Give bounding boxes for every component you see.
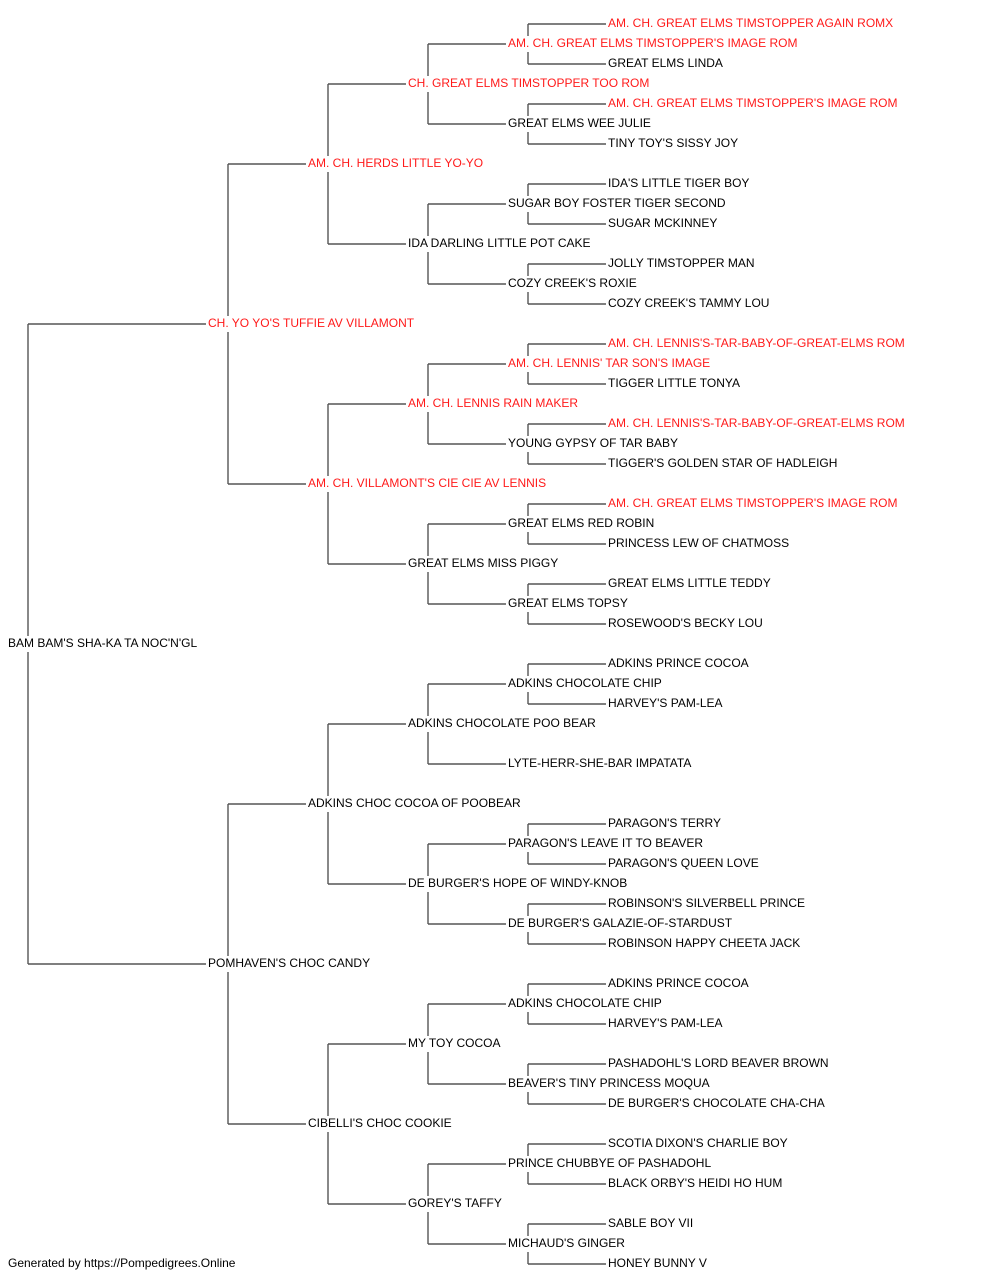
ancestor-name: DE BURGER'S HOPE OF WINDY-KNOB — [408, 876, 627, 890]
ancestor-name: PARAGON'S LEAVE IT TO BEAVER — [508, 836, 703, 850]
ancestor-name: AM. CH. GREAT ELMS TIMSTOPPER AGAIN ROMX — [608, 16, 893, 30]
ancestor-name: TIGGER LITTLE TONYA — [608, 376, 740, 390]
ancestor-name: CH. YO YO'S TUFFIE AV VILLAMONT — [208, 316, 415, 330]
subject-dog-name: BAM BAM'S SHA-KA TA NOC'N'GL — [8, 636, 197, 650]
ancestor-name: ADKINS CHOCOLATE CHIP — [508, 676, 662, 690]
ancestor-name: ADKINS CHOCOLATE POO BEAR — [408, 716, 596, 730]
ancestor-name: HONEY BUNNY V — [608, 1256, 707, 1270]
ancestor-name: JOLLY TIMSTOPPER MAN — [608, 256, 754, 270]
ancestor-name: BLACK ORBY'S HEIDI HO HUM — [608, 1176, 782, 1190]
ancestor-name: PARAGON'S QUEEN LOVE — [608, 856, 759, 870]
ancestor-name: PRINCESS LEW OF CHATMOSS — [608, 536, 789, 550]
ancestor-name: POMHAVEN'S CHOC CANDY — [208, 956, 370, 970]
ancestor-name: AM. CH. LENNIS RAIN MAKER — [408, 396, 578, 410]
ancestor-name: AM. CH. GREAT ELMS TIMSTOPPER'S IMAGE RO… — [608, 96, 897, 110]
ancestor-name: HARVEY'S PAM-LEA — [608, 696, 723, 710]
ancestor-name: ROBINSON HAPPY CHEETA JACK — [608, 936, 800, 950]
ancestor-name: MICHAUD'S GINGER — [508, 1236, 625, 1250]
ancestor-name: SUGAR MCKINNEY — [608, 216, 717, 230]
ancestor-name: ROSEWOOD'S BECKY LOU — [608, 616, 763, 630]
ancestor-name: SABLE BOY VII — [608, 1216, 693, 1230]
ancestor-name: COZY CREEK'S TAMMY LOU — [608, 296, 769, 310]
ancestor-name: AM. CH. LENNIS'S-TAR-BABY-OF-GREAT-ELMS … — [608, 416, 905, 430]
ancestor-name: PASHADOHL'S LORD BEAVER BROWN — [608, 1056, 829, 1070]
ancestor-name: AM. CH. HERDS LITTLE YO-YO — [308, 156, 483, 170]
ancestor-name: ROBINSON'S SILVERBELL PRINCE — [608, 896, 805, 910]
ancestor-name: GREAT ELMS WEE JULIE — [508, 116, 651, 130]
ancestor-name: SCOTIA DIXON'S CHARLIE BOY — [608, 1136, 788, 1150]
ancestor-name: CH. GREAT ELMS TIMSTOPPER TOO ROM — [408, 76, 649, 90]
ancestor-name: TIGGER'S GOLDEN STAR OF HADLEIGH — [608, 456, 837, 470]
ancestor-name: DE BURGER'S GALAZIE-OF-STARDUST — [508, 916, 733, 930]
ancestor-name: PRINCE CHUBBYE OF PASHADOHL — [508, 1156, 711, 1170]
ancestor-name: AM. CH. GREAT ELMS TIMSTOPPER'S IMAGE RO… — [508, 36, 797, 50]
ancestor-name: GREAT ELMS LITTLE TEDDY — [608, 576, 771, 590]
ancestor-name: GREAT ELMS MISS PIGGY — [408, 556, 558, 570]
ancestor-name: IDA'S LITTLE TIGER BOY — [608, 176, 749, 190]
ancestor-name: AM. CH. VILLAMONT'S CIE CIE AV LENNIS — [308, 476, 546, 490]
ancestor-name: TINY TOY'S SISSY JOY — [608, 136, 738, 150]
ancestor-name: LYTE-HERR-SHE-BAR IMPATATA — [508, 756, 691, 770]
ancestor-name: GREAT ELMS TOPSY — [508, 596, 628, 610]
ancestor-name: GREAT ELMS RED ROBIN — [508, 516, 654, 530]
ancestor-name: HARVEY'S PAM-LEA — [608, 1016, 723, 1030]
ancestor-name: AM. CH. LENNIS' TAR SON'S IMAGE — [508, 356, 710, 370]
ancestor-name: SUGAR BOY FOSTER TIGER SECOND — [508, 196, 726, 210]
ancestor-name: ADKINS CHOCOLATE CHIP — [508, 996, 662, 1010]
ancestor-name: DE BURGER'S CHOCOLATE CHA-CHA — [608, 1096, 825, 1110]
ancestor-name: GREAT ELMS LINDA — [608, 56, 723, 70]
ancestor-name: GOREY'S TAFFY — [408, 1196, 502, 1210]
ancestor-name: COZY CREEK'S ROXIE — [508, 276, 637, 290]
ancestor-name: CIBELLI'S CHOC COOKIE — [308, 1116, 452, 1130]
ancestor-name: AM. CH. GREAT ELMS TIMSTOPPER'S IMAGE RO… — [608, 496, 897, 510]
ancestor-name: ADKINS PRINCE COCOA — [608, 656, 749, 670]
footer-credit: Generated by https://Pompedigrees.Online — [8, 1256, 236, 1270]
ancestor-name: PARAGON'S TERRY — [608, 816, 721, 830]
ancestor-name: ADKINS CHOC COCOA OF POOBEAR — [308, 796, 521, 810]
ancestor-name: BEAVER'S TINY PRINCESS MOQUA — [508, 1076, 710, 1090]
ancestor-name: ADKINS PRINCE COCOA — [608, 976, 749, 990]
ancestor-name: YOUNG GYPSY OF TAR BABY — [508, 436, 678, 450]
ancestor-name: MY TOY COCOA — [408, 1036, 500, 1050]
ancestor-name: IDA DARLING LITTLE POT CAKE — [408, 236, 591, 250]
ancestor-name: AM. CH. LENNIS'S-TAR-BABY-OF-GREAT-ELMS … — [608, 336, 905, 350]
